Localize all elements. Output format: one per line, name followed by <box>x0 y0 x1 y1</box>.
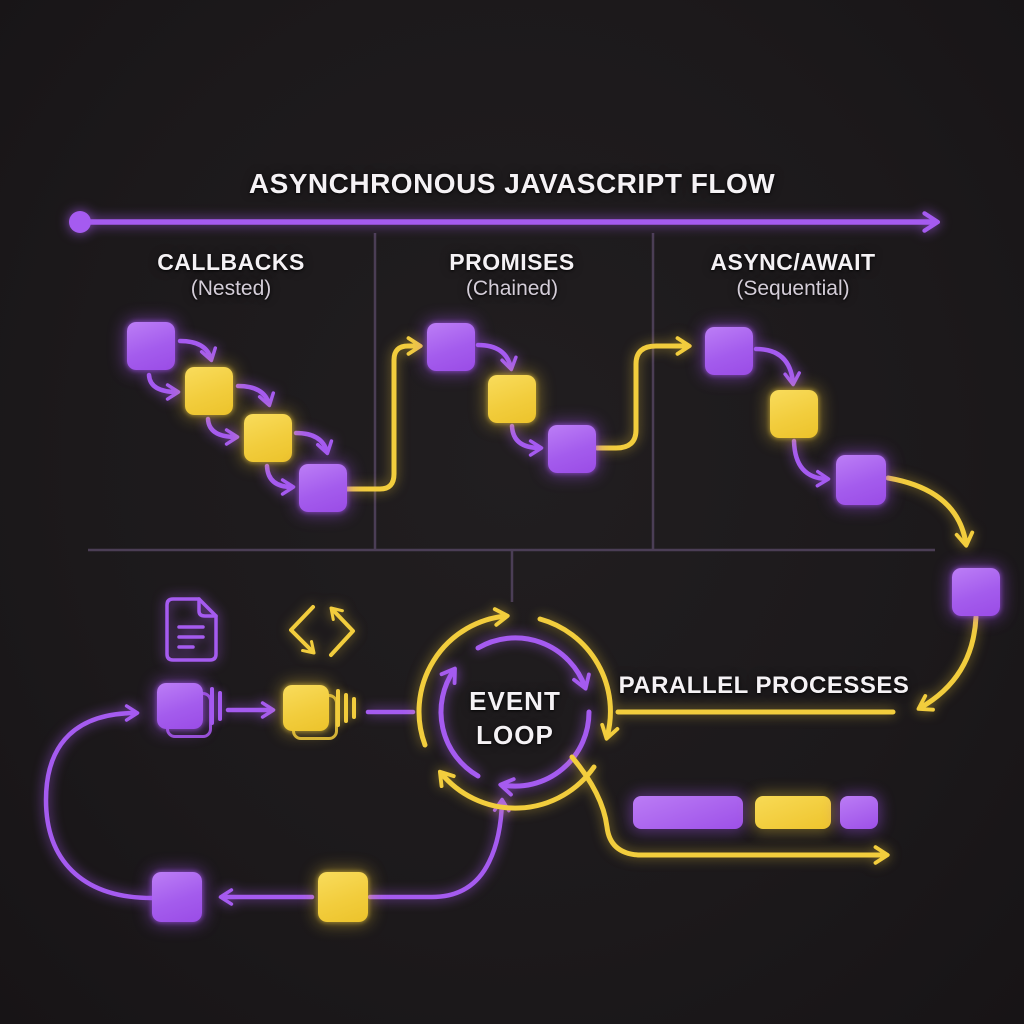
queue_row-node-1-stack-tick <box>352 697 356 719</box>
queue_row-node-0-stack-tick <box>210 687 214 725</box>
callbacks-to-promises-connector <box>344 336 423 492</box>
column-callbacks-sublabel: (Nested) <box>190 277 272 300</box>
async-to-parallel-curve <box>916 614 979 712</box>
callbacks-node-1 <box>185 367 233 415</box>
column-promises-sublabel: (Chained) <box>465 277 559 300</box>
purple-connectors <box>43 211 941 906</box>
column-async-await-label: ASYNC/AWAIT <box>710 249 876 275</box>
promises-arrows <box>475 342 544 457</box>
event-loop-label-line1: EVENT <box>469 686 561 716</box>
parallel-processes-label: PARALLEL PROCESSES <box>618 672 910 699</box>
loop_row-node-1 <box>318 872 368 922</box>
promises-node-1 <box>488 375 536 423</box>
column-promises-label: PROMISES <box>449 249 575 275</box>
parallel_bars-node-0 <box>633 796 743 829</box>
promises-to-async-connector <box>594 336 692 451</box>
promises-node-0 <box>427 323 475 371</box>
event-loop-inner-circle <box>438 635 592 797</box>
promises-node-2 <box>548 425 596 473</box>
async_await-node-3 <box>952 568 1000 616</box>
async_await-node-2 <box>836 455 886 505</box>
yellow-connectors <box>289 336 979 865</box>
event-loop-outer-circle <box>416 607 620 811</box>
section-dividers <box>88 233 935 602</box>
code-sync-icon <box>289 605 355 657</box>
queue_row-node-0-stack-tick <box>218 691 222 721</box>
queue_row-node-0 <box>157 683 203 729</box>
column-callbacks-label: CALLBACKS <box>157 249 305 275</box>
document-icon <box>165 597 218 662</box>
event-loop-label-line2: LOOP <box>476 720 554 750</box>
parallel_bars-node-2 <box>840 796 878 829</box>
parallel_bars-node-1 <box>755 796 831 829</box>
callbacks-arrows <box>146 338 334 496</box>
async-await-arrows <box>753 346 831 488</box>
queue_row-node-1 <box>283 685 329 731</box>
column-async-await-sublabel: (Sequential) <box>736 277 850 300</box>
callbacks-node-0 <box>127 322 175 370</box>
loop-to-eventloop-curve <box>367 797 511 900</box>
async_await-node-1 <box>770 390 818 438</box>
loop-back-arc <box>43 704 155 901</box>
timeline-arrow <box>69 211 941 233</box>
callbacks-node-3 <box>299 464 347 512</box>
callbacks-node-2 <box>244 414 292 462</box>
diagram-title: ASYNCHRONOUS JAVASCRIPT FLOW <box>248 168 776 199</box>
async-descend-curve <box>885 475 975 548</box>
queue_row-node-1-stack-tick <box>344 693 348 723</box>
loop_row-node-0 <box>152 872 202 922</box>
async_await-node-0 <box>705 327 753 375</box>
queue_row-node-1-stack-tick <box>336 689 340 727</box>
